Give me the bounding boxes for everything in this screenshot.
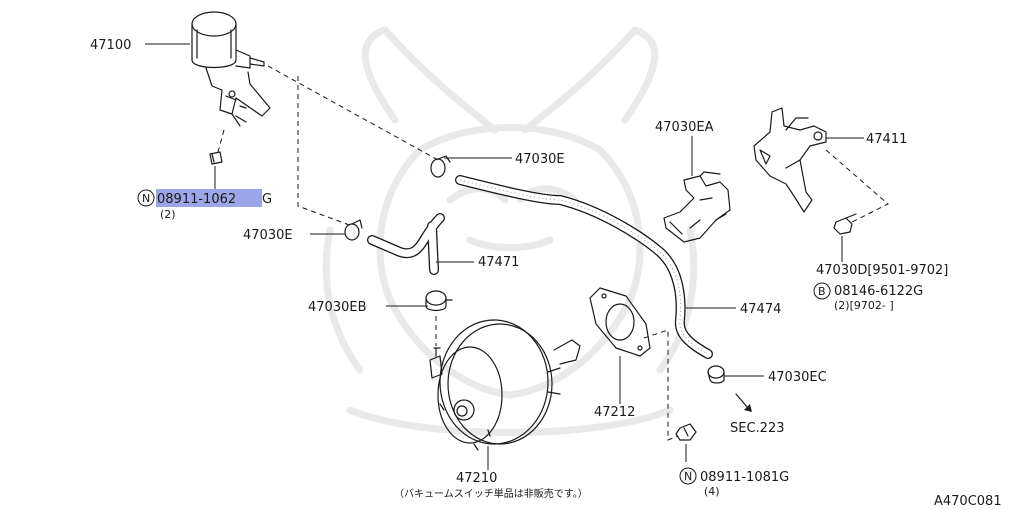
label-47100[interactable]: 47100 bbox=[90, 38, 131, 53]
label-note-jp: （バキュームスイッチ単品は非販売です。） bbox=[394, 487, 588, 500]
part-47030EB-clamp[interactable] bbox=[425, 290, 453, 312]
badge-b: B bbox=[818, 285, 826, 298]
badge-n-circle-1 bbox=[137, 189, 155, 207]
label-47411[interactable]: 47411 bbox=[866, 132, 907, 147]
label-08146[interactable]: 08146-6122G bbox=[834, 284, 923, 299]
badge-b-circle bbox=[813, 282, 831, 300]
part-47210-booster[interactable] bbox=[429, 319, 581, 451]
figure-code: A470C081 bbox=[934, 494, 1002, 509]
label-08911-1062-suffix: G bbox=[262, 192, 272, 207]
part-47411-bracket[interactable] bbox=[753, 107, 827, 213]
label-47030EC[interactable]: 47030EC bbox=[768, 370, 827, 385]
guide-lines bbox=[145, 43, 889, 470]
part-47030E-clamp-left[interactable] bbox=[344, 219, 363, 241]
label-47474[interactable]: 47474 bbox=[740, 302, 781, 317]
badge-n-circle-2 bbox=[679, 467, 697, 485]
label-47212[interactable]: 47212 bbox=[594, 405, 635, 420]
label-sec223[interactable]: SEC.223 bbox=[730, 421, 785, 436]
badge-n-2: N bbox=[684, 470, 692, 483]
part-47212-gasket[interactable] bbox=[589, 287, 651, 357]
part-47471-hose[interactable] bbox=[367, 213, 445, 275]
part-08911-1062-nut[interactable] bbox=[209, 151, 223, 165]
label-47030EA[interactable]: 47030EA bbox=[655, 120, 714, 135]
part-47030D-bolt[interactable] bbox=[833, 213, 857, 235]
highlight-selected-part bbox=[156, 189, 262, 207]
label-08146-qty: (2)[9702- ] bbox=[834, 299, 894, 312]
part-47100-tank[interactable] bbox=[191, 11, 271, 127]
part-47030EC-clamp[interactable] bbox=[707, 365, 725, 384]
label-47030EB[interactable]: 47030EB bbox=[308, 300, 367, 315]
sec223-arrow bbox=[735, 393, 752, 412]
watermark-emblem bbox=[322, 26, 698, 436]
label-47210[interactable]: 47210 bbox=[456, 471, 497, 486]
label-08911-1081[interactable]: 08911-1081G bbox=[700, 470, 789, 485]
label-47471[interactable]: 47471 bbox=[478, 255, 519, 270]
label-47030E-left[interactable]: 47030E bbox=[243, 228, 293, 243]
label-47030D[interactable]: 47030D[9501-9702] bbox=[816, 263, 948, 278]
label-08911-1062-qty: (2) bbox=[160, 208, 176, 221]
part-47030EA-bracket[interactable] bbox=[663, 171, 731, 243]
label-08911-1062[interactable]: 08911-1062 bbox=[157, 192, 236, 207]
part-47030E-clamp-top[interactable] bbox=[430, 155, 451, 178]
label-08911-1081-qty: (4) bbox=[704, 485, 720, 498]
label-47030E-top[interactable]: 47030E bbox=[515, 152, 565, 167]
part-47474-hose[interactable] bbox=[455, 175, 713, 359]
badge-n-1: N bbox=[142, 192, 150, 205]
part-08911-1081-nut[interactable] bbox=[675, 423, 697, 441]
